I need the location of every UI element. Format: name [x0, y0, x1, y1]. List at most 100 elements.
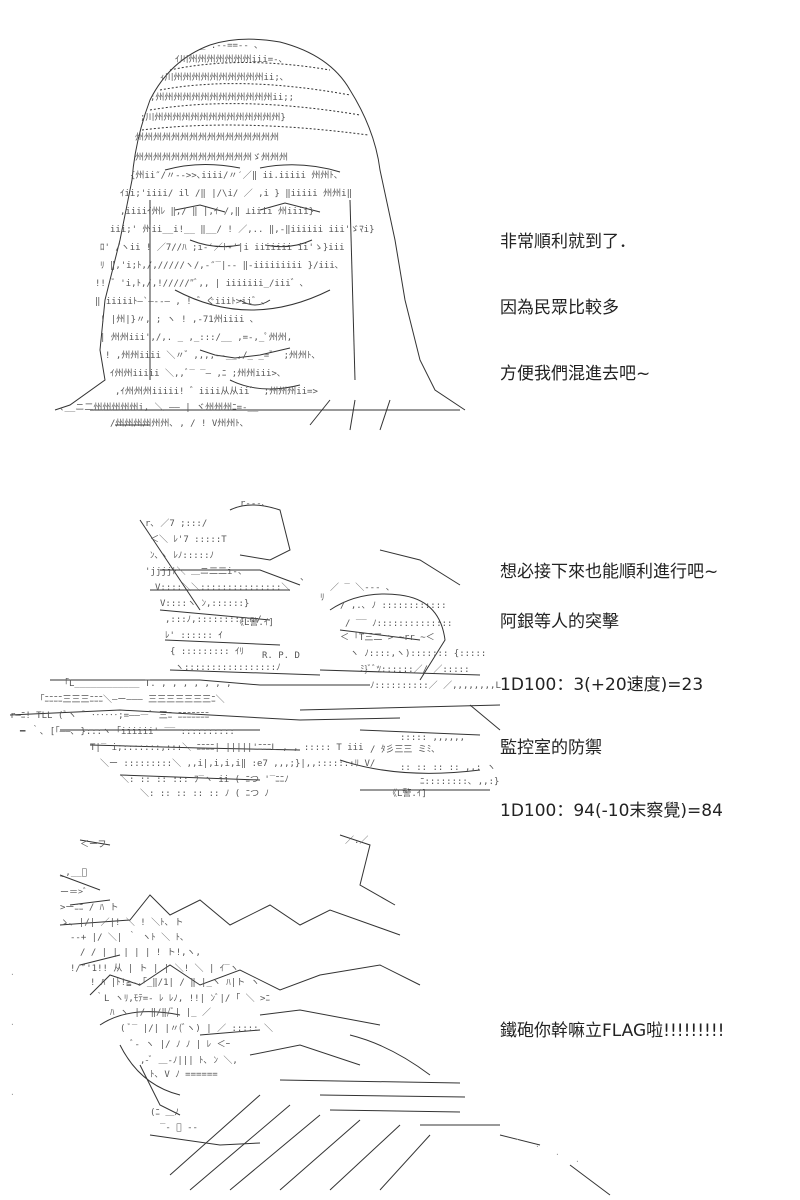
svg-text:,:::ﾉ,:::::::::::/: ,:::ﾉ,:::::::::::/	[165, 615, 262, 625]
svg-text:V::::ヽ ﾝ,::::::}: V::::ヽ ﾝ,::::::}	[160, 599, 249, 609]
svg-text:━ ｀､ [｢――､ }:::ヽ ｢iiiiii' ‾‾ :: ━ ｀､ [｢――､ }:::ヽ ｢iiiiii' ‾‾ ::::::::::	[19, 724, 235, 737]
svg-text:ー＝>ﾞ: ー＝>ﾞ	[60, 887, 88, 898]
panel-1: _ .--==-- ､ ｲ川州州州州州州州iii=-､ ｨ川州州州州州州州州州州…	[0, 0, 800, 582]
svg-text:ﾐ}ﾞﾞﾂ::::::／/ ／:::::: ﾐ}ﾞﾞﾂ::::::／/ ／:::::	[360, 664, 469, 675]
svg-text:／.／: ／.／	[345, 835, 368, 846]
svg-text:｀L ヽﾘ,ﾓﾃ=- ﾚ ﾚﾉ, !!| ﾝﾞ|/ ｢ ＼: ｀L ヽﾘ,ﾓﾃ=- ﾚ ﾚﾉ, !!| ﾝﾞ|/ ｢ ＼ >ﾆ	[95, 991, 270, 1004]
svg-text:! ﾊ |ﾄ!≧-,｢_‖/1| / ‖ |_ヽ ﾊ|ト ヽ: ! ﾊ |ﾄ!≧-,｢_‖/1| / ‖ |_ヽ ﾊ|ト ヽ	[90, 977, 260, 988]
svg-text:/州州州州州州､ , / ! V州州ﾄ､: /州州州州州州､ , / ! V州州ﾄ､	[110, 418, 244, 429]
svg-text:州州州州州州州州州州州州州州州州: 州州州州州州州州州州州州州州州州	[135, 132, 279, 143]
panel-1-caption: 非常順利就到了． 因為民眾比較多 方便我們混進去吧~ 想必接下來也能順利進行吧~	[500, 187, 718, 627]
svg-text:;川州州州州州州州州州州州州州州}: ;川州州州州州州州州州州州州州州}	[140, 112, 286, 123]
svg-text:‖ iiiiiﾄ―`―--― , ! ゛ぐiiiﾄ>ii゛､: ‖ iiiiiﾄ―`―--― , ! ゛ぐiiiﾄ>ii゛､	[95, 296, 266, 307]
svg-text::: :: :: :: ,,: ヽ: :: :: :: :: ,,: ヽ	[400, 763, 496, 773]
svg-text:.: .	[10, 968, 15, 977]
ascii-art-police-assault: r---､ r､ ／7 ;:::/ ＜＼ ﾚ'7 :::::T ﾝ､ヽ ﾚﾉ::…	[9, 499, 501, 799]
svg-text:ｲii;'iiii/ il /‖ |/\i/ ／ ,i }: ｲii;'iiii/ il /‖ |/\i/ ／ ,i } ‖iiiii 州州i…	[120, 188, 352, 199]
svg-text:､__ニ二州州州州州i, ＼ ―― | ヾ州州州ﾆ=-__: ､__ニ二州州州州州i, ＼ ―― | ヾ州州州ﾆ=-__	[60, 402, 259, 413]
svg-text:＜＼ ﾚ'7 :::::T: ＜＼ ﾚ'7 :::::T	[150, 534, 227, 545]
svg-text:‐-+ |/ ＼| ｀ ヽﾄ ＼ ﾄ､: ‐-+ |/ ＼| ｀ ヽﾄ ＼ ﾄ､	[70, 930, 185, 943]
svg-text:!! ゛'i,ﾄ,/,!/////″ﾞ,, | iiiiii: !! ゛'i,ﾄ,/,!/////″ﾞ,, | iiiiiii_/iii゛､	[95, 278, 304, 289]
panel-3-caption: 鐵砲你幹嘛立FLAG啦!!!!!!!!!	[500, 976, 724, 1086]
svg-text:/ / | | | | | ! ト!,ヽ,: / / | | | | | ! ト!,ヽ,	[80, 948, 201, 958]
svg-text:(ﾆ ＿ﾉ: (ﾆ ＿ﾉ	[150, 1108, 179, 1118]
svg-text:,ｲ州州州iiiii! ゛iiii从从ii゛ ;州州州ii=: ,ｲ州州州iiiii! ゛iiii从从ii゛ ;州州州ii=>	[115, 386, 318, 397]
rpd-vest-label: R. P. D	[262, 651, 300, 661]
svg-text:,iiiiｲ州ﾚ ‖,/ ‖ |,ｲ /,‖ ⊥iiii 州: ,iiiiｲ州ﾚ ‖,/ ‖ |,ｲ /,‖ ⊥iiii 州iiii}	[120, 206, 314, 217]
svg-text:.: .	[555, 1148, 560, 1157]
svg-text:ｲ州州iiiii ＼,,ﾞ‾ ‾― ,ﾆ ;州州iii>､: ｲ州州iiiii ＼,,ﾞ‾ ‾― ,ﾆ ;州州iii>､	[110, 368, 281, 379]
svg-text:「L____________ T. , , , , , ,: 「L____________ T. , , , , , , ,	[60, 678, 232, 689]
svg-text:ヽ:::::::::::::::::ﾉ: ヽ:::::::::::::::::ﾉ	[175, 663, 281, 673]
caption-line: 1D100：94(-10末察覺)=84	[500, 801, 723, 821]
svg-text:! ,州州iiii ＼〃゛,,,,--__,/_ _=゛ ;: ! ,州州iiii ＼〃゛,,,,--__,/_ _=゛ ;州州ﾄ､	[105, 350, 316, 361]
svg-text:_ .--==-- ､: _ .--==-- ､	[200, 41, 259, 51]
caption-line: 鐵砲你幹嘛立FLAG啦!!!!!!!!!	[500, 1021, 725, 1041]
svg-text:_,__ﾞ: _,__ﾞ	[60, 868, 87, 878]
svg-text:r―ﾆ! TLL (ﾞヽ ゛‥‥‥;=―――ﾞ 三ﾆ ﾆﾆﾆ: r―ﾆ! TLL (ﾞヽ ゛‥‥‥;=―――ﾞ 三ﾆ ﾆﾆﾆﾆﾆﾆﾆ	[10, 710, 210, 721]
svg-text:;州州州州州州州州州州州州州ii;;: ;州州州州州州州州州州州州州ii;;	[150, 92, 294, 103]
svg-text:! |州|}〃, ; ヽ ! ,-71州iiii ､: ! |州|}〃, ; ヽ ! ,-71州iiii ､	[100, 314, 254, 325]
svg-text:( ﾞ‾ |/| |〃(ﾞヽ) | ／ ::::: ＼: ( ﾞ‾ |/| |〃(ﾞヽ) | ／ ::::: ＼	[120, 1023, 273, 1034]
svg-text:＼: :: :: ::: ﾌ‾ヽ ii ( ﾆつ '‾ﾆﾆﾉ: ＼: :: :: ::: ﾌ‾ヽ ii ( ﾆつ '‾ﾆﾆﾉ	[120, 774, 289, 785]
svg-text:,-ﾞ ＿-ﾉ||| ﾄ､ ﾝ ＼,: ,-ﾞ ＿-ﾉ||| ﾄ､ ﾝ ＼,	[140, 1055, 238, 1066]
svg-text:.: .	[10, 1018, 15, 1027]
svg-text:.: .	[575, 1155, 580, 1164]
svg-text:＜ーフ: ＜ーフ	[80, 840, 106, 850]
caption-line: 非常順利就到了．	[500, 232, 636, 252]
svg-text:＼ー :::::::::＼ ,,i|,i,i,i‖ :e7: ＼ー :::::::::＼ ,,i|,i,i,i‖ :e7 ,,,;}|,,::…	[100, 758, 375, 769]
svg-text:ﾛ' /ヽii ! ／7//ﾊ ;i-′／ﾄ-'|i iii: ﾛ' /ヽii ! ／7//ﾊ ;i-′／ﾄ-'|i iiiiiii ii'ゝ}…	[100, 242, 345, 253]
panel-2: r---､ r､ ／7 ;:::/ ＜＼ ﾚ'7 :::::T ﾝ､ヽ ﾚﾉ::…	[0, 490, 800, 821]
panel-2-caption: 阿銀等人的突擊 1D100：3(+20速度)=23 監控室的防禦 1D100：9…	[500, 570, 723, 864]
svg-text:{州ii″/〃-->>､iiii/〃′／‖ ii.iiiii: {州ii″/〃-->>､iiii/〃′／‖ ii.iiiii 州州ﾄ､	[130, 170, 338, 181]
svg-text:ﾉ::::::::::／ ／,,,,,,,,L: ﾉ::::::::::／ ／,,,,,,,,L	[370, 680, 501, 691]
svg-text:| 州州iii',/,. _ ,_:::/__ ,=-,_ﾟ: | 州州iii',/,. _ ,_:::/__ ,=-,_ﾟ州州,	[100, 332, 292, 343]
caption-line: 監控室的防禦	[500, 738, 602, 758]
caption-line: 方便我們混進去吧~	[500, 364, 651, 384]
svg-text:、: 、	[300, 573, 309, 583]
svg-text:/ ﾀ彡三三 ミﾐ､: / ﾀ彡三三 ミﾐ､	[370, 744, 436, 755]
svg-text:/ ‾‾ ﾉ::::::::::::::: / ‾‾ ﾉ::::::::::::::	[345, 619, 452, 629]
svg-text:ﾞ- ヽ |/ ﾉ ﾉ | ﾚ ＜ｰ: ﾞ- ヽ |/ ﾉ ﾉ | ﾚ ＜ｰ	[130, 1039, 231, 1050]
svg-text:ﾝ､ヽ ﾚﾉ:::::ﾉ: ﾝ､ヽ ﾚﾉ:::::ﾉ	[150, 551, 214, 561]
svg-text:r---､: r---､	[240, 499, 266, 509]
svg-text:ﾊ ヽ |/ ‖/‖/ﾞ| |_ ／: ﾊ ヽ |/ ‖/‖/ﾞ| |_ ／	[110, 1007, 211, 1018]
svg-text:州州州州州州州州州州州州州ゞ州州州: 州州州州州州州州州州州州州ゞ州州州	[135, 152, 288, 163]
svg-text:V::::＼＼:::::::::::::::＼: V::::＼＼:::::::::::::::＼	[155, 582, 290, 593]
svg-text:ヽ ﾉ::::,ヽ)::::::: {:::::: ヽ ﾉ::::,ヽ)::::::: {:::::	[350, 649, 486, 659]
svg-text:ﾘ: ﾘ	[320, 593, 325, 603]
police-badge-label: 《L警.ｲ]	[235, 616, 274, 628]
caption-line: 因為民眾比較多	[500, 298, 619, 318]
svg-text:ﾄ､ V ﾉ ======: ﾄ､ V ﾉ ======	[150, 1070, 218, 1080]
svg-text:.: .	[535, 1140, 540, 1149]
caption-line: 想必接下來也能順利進行吧~	[500, 562, 719, 582]
svg-text:‾- ﾞ --: ‾- ﾞ --	[160, 1123, 198, 1133]
svg-text:!/″'1!! 从 | ト | | ＼! ＼ | ｲ‾ヽ: !/″'1!! 从 | ト | | ＼! ＼ | ｲ‾ヽ	[70, 963, 239, 974]
caption-gap	[500, 429, 718, 451]
panel-3: ＜ーフ ／.／ _,__ﾞ ー＝>ﾞ >ーﾆﾆ / ﾊ ト ゝ､ |/| ／|!…	[0, 825, 800, 1200]
svg-text:ﾆ::::::::､ ,,:}: ﾆ::::::::､ ,,:}	[420, 777, 499, 787]
svg-text:ｨ川州州州州州州州州州州ii;､: ｨ川州州州州州州州州州州ii;､	[160, 72, 284, 83]
svg-text:ﾘ ‖,'i;ﾄ,/,/////ヽ/,-″‾|-‐ ‖-ii: ﾘ ‖,'i;ﾄ,/,/////ヽ/,-″‾|-‐ ‖-iiiiiiiii }/…	[100, 261, 339, 271]
svg-text:'jjjjﾄ＼ ＿ニ二二i-、: 'jjjjﾄ＼ ＿ニ二二i-、	[145, 566, 247, 577]
svg-text:ゝ､ |/| ／|! ＼ ! ＼ﾄ､ ト: ゝ､ |/| ／|! ＼ ! ＼ﾄ､ ト	[60, 917, 184, 928]
ascii-art-spiky-hair-rifle: ＜ーフ ／.／ _,__ﾞ ー＝>ﾞ >ーﾆﾆ / ﾊ ト ゝ､ |/| ／|!…	[10, 834, 611, 1196]
svg-text:＼: :: :: :: :: ﾉ ( ﾆつ ﾉ: ＼: :: :: :: :: ﾉ ( ﾆつ ﾉ	[140, 788, 269, 799]
svg-text:.: .	[515, 1133, 520, 1142]
svg-text:／ ‾ ＼--- ､: ／ ‾ ＼--- ､	[330, 582, 390, 593]
svg-text:＜ ｢T三二 > ~rr ~＜: ＜ ｢T三二 > ~rr ~＜	[340, 632, 435, 643]
svg-text:ﾚ' :::::: ｲ: ﾚ' :::::: ｲ	[165, 631, 223, 641]
svg-text:ｲ川州州州州州州州iii=-､: ｲ川州州州州州州州iii=-､	[175, 54, 283, 65]
ascii-art-long-hair-figure: _ .--==-- ､ ｲ川州州州州州州州iii=-､ ｨ川州州州州州州州州州州…	[54, 38, 466, 431]
svg-text:/ ,.､ ﾉ ::::::::::::: / ,.､ ﾉ ::::::::::::	[340, 601, 447, 611]
svg-text:.: .	[10, 1088, 15, 1097]
svg-text:>ーﾆﾆ / ﾊ ト: >ーﾆﾆ / ﾊ ト	[60, 903, 119, 913]
caption-line: 阿銀等人的突擊	[500, 612, 619, 632]
svg-text:{ ::::::::: ｲﾘ: { ::::::::: ｲﾘ	[170, 647, 244, 657]
svg-text:｢ﾆﾆﾆﾆ三三三ﾆﾆﾆ＼―ー――― 三三三三三三三ﾆ＼: ｢ﾆﾆﾆﾆ三三三ﾆﾆﾆ＼―ー――― 三三三三三三三ﾆ＼	[40, 694, 225, 705]
police-badge-label: 《L警.ｲ]	[388, 787, 427, 799]
svg-text:r､ ／7 ;:::/: r､ ／7 ;:::/	[145, 518, 207, 529]
svg-text:T|‾ i;:::::::,:::＼ ﾆﾆﾆﾆ| |||||: T|‾ i;:::::::,:::＼ ﾆﾆﾆﾆ| |||||'ﾆﾆﾆL , , …	[90, 742, 364, 753]
caption-line: 1D100：3(+20速度)=23	[500, 675, 704, 695]
svg-text:::::: ,,,,,,: ::::: ,,,,,,	[400, 733, 465, 743]
